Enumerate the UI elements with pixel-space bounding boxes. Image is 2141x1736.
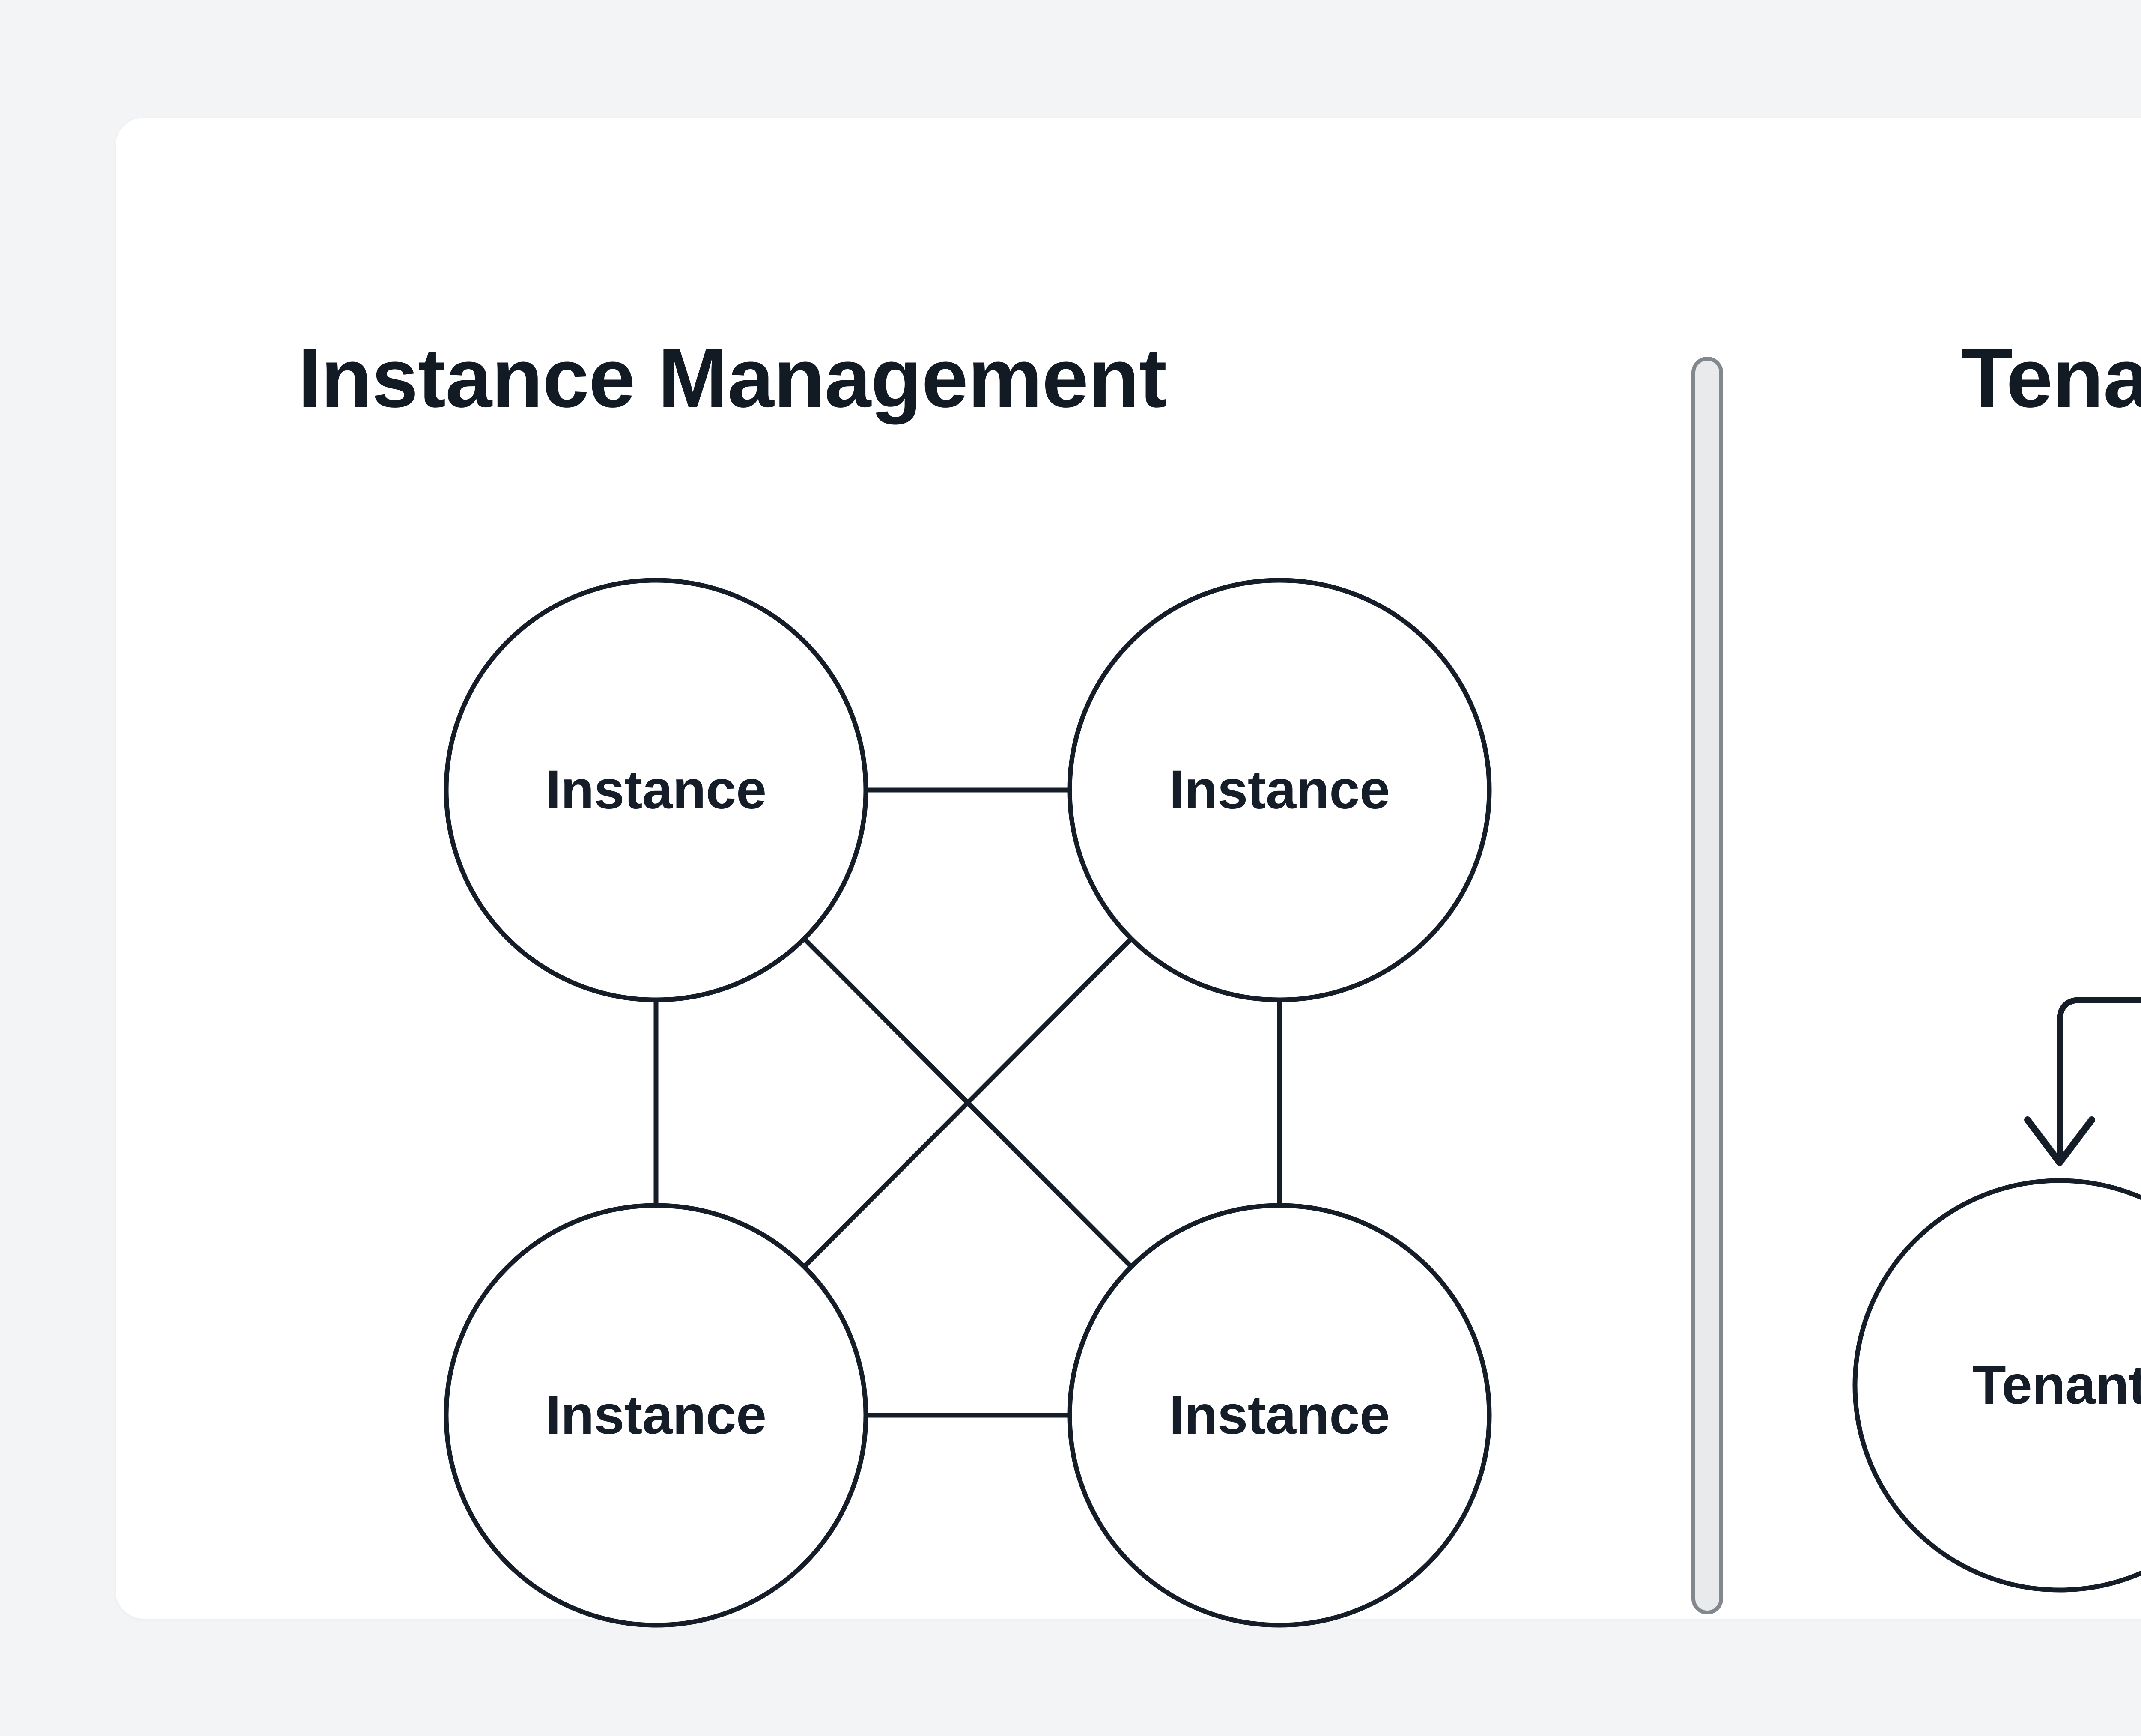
edge-master-to-tenant-1 [2057,997,2141,1157]
node-tenant-1[interactable] [1852,1178,2141,1593]
node-instance-bottom-right[interactable] [1067,1203,1492,1628]
tenant-graph [1852,997,2141,1593]
node-label-instance-bottom-right: Instance [1169,1384,1390,1446]
panel-instance-management: Instance Management Instance Instance In… [116,118,1580,1628]
panel-divider-scrollbar[interactable] [1691,357,1723,1614]
node-instance-top-left[interactable] [444,578,868,1002]
node-label-instance-top-left: Instance [546,759,766,820]
node-label-instance-top-right: Instance [1169,759,1390,820]
panel-title-tenant-management: Tenant Management [1961,331,2141,425]
instance-graph [444,578,1492,1628]
node-instance-bottom-left[interactable] [444,1203,868,1628]
node-label-tenant-1: Tenant [1972,1354,2141,1416]
panel-tenant-management: Tenant Management Tenant T [1614,118,2141,1619]
panel-title-instance-management: Instance Management [298,331,1167,425]
arrowhead-tenant-1 [2024,1116,2095,1166]
node-label-instance-bottom-left: Instance [546,1384,766,1446]
diagram-card: Instance Management Instance Instance In… [116,118,2141,1628]
node-instance-top-right[interactable] [1067,578,1492,1002]
